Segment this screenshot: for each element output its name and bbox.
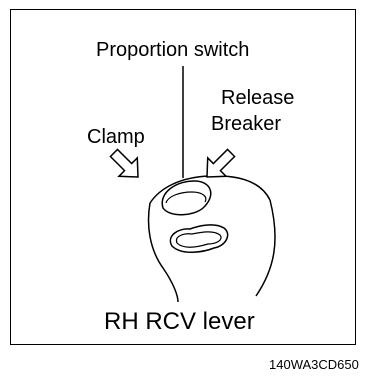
lower-button [169, 224, 229, 253]
lever-name-label: RH RCV lever [104, 308, 255, 335]
proportion-switch [161, 180, 212, 216]
figure-frame [10, 9, 356, 345]
clamp-label: Clamp [87, 126, 145, 148]
breaker-label: Breaker [211, 113, 282, 135]
clamp-arrow-icon [109, 148, 139, 178]
proportion-switch-label: Proportion switch [96, 39, 250, 61]
release-label: Release [221, 87, 295, 109]
release-breaker-arrow-icon [206, 148, 236, 178]
figure-code: 140WA3CD650 [269, 357, 359, 372]
